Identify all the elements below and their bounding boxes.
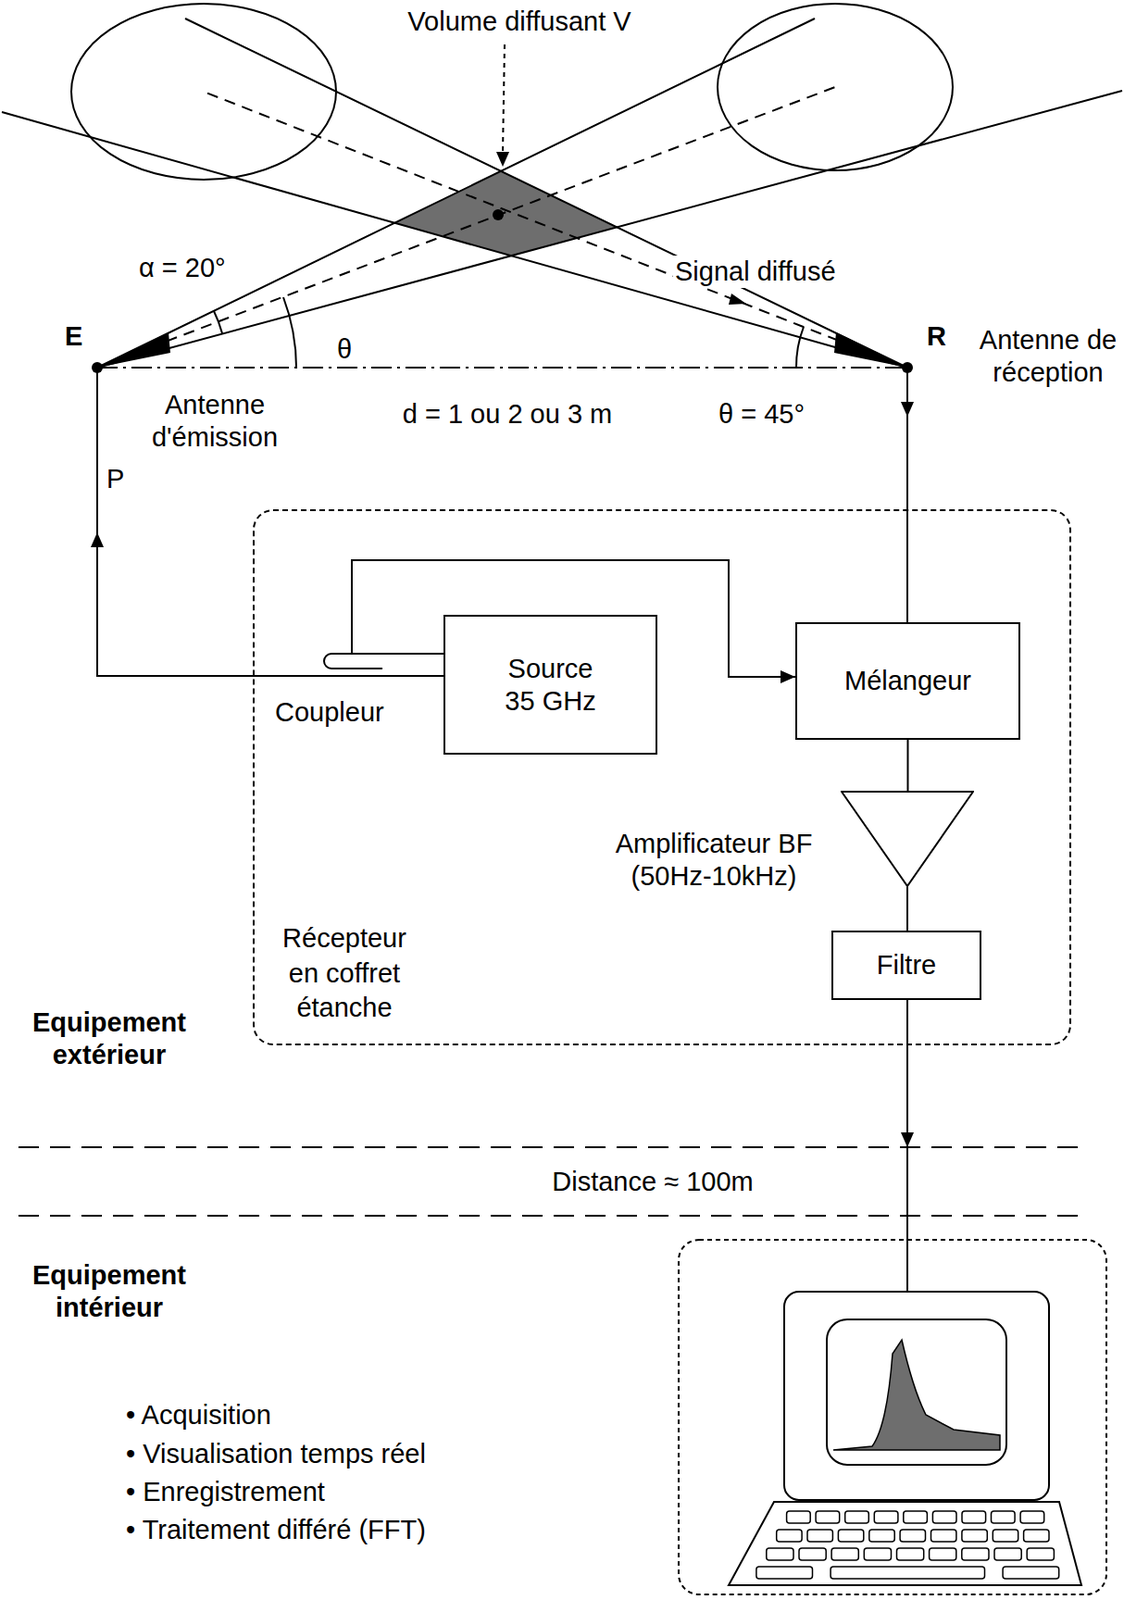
arrow-head (780, 670, 796, 684)
baseline (97, 366, 908, 369)
label: d = 1 ou 2 ou 3 m (402, 398, 613, 431)
key (961, 1511, 987, 1524)
connector-line (906, 886, 909, 931)
label: Signal diffusé (673, 255, 838, 288)
key (756, 1566, 813, 1579)
key (931, 1529, 957, 1542)
connector (907, 886, 909, 931)
spectrum-peak (833, 1339, 1000, 1450)
key (994, 1548, 1022, 1561)
angle-arc (283, 297, 297, 368)
connector (907, 739, 909, 791)
beam-edge (97, 18, 815, 368)
key (766, 1548, 794, 1561)
beam-axis (97, 87, 836, 368)
node-text: Mélangeur (844, 664, 972, 698)
key (992, 1529, 1018, 1542)
key (831, 1548, 859, 1561)
amplifier-triangle: Amplificateur BF (50Hz-10kHz) (840, 790, 975, 887)
label: Antenne de réception (978, 324, 1118, 389)
key (991, 1511, 1016, 1524)
connector-line (907, 739, 910, 791)
node-text: Source 35 GHz (496, 652, 606, 718)
label: θ = 45° (718, 398, 805, 431)
key (1020, 1511, 1045, 1524)
label: α = 20° (137, 251, 228, 285)
antenna-arrow (97, 332, 171, 368)
key (830, 1566, 985, 1579)
key (961, 1548, 989, 1561)
mixer-box: Mélangeur (795, 622, 1021, 740)
key (929, 1548, 957, 1561)
label: Coupleur (274, 696, 385, 729)
key (1024, 1529, 1050, 1542)
node-text: Récepteur en coffret étanche (274, 921, 414, 1026)
key (776, 1529, 802, 1542)
key (903, 1511, 928, 1524)
key (863, 1548, 891, 1561)
key (786, 1511, 812, 1524)
key (815, 1511, 840, 1524)
node-text: Amplificateur BF (50Hz-10kHz) (592, 827, 836, 893)
label: Equipement extérieur (7, 1006, 212, 1072)
label: Distance ≈ 100m (551, 1165, 753, 1199)
computer-keyboard (728, 1501, 1082, 1586)
key (899, 1529, 925, 1542)
beam-edge (97, 90, 1123, 368)
amplifier-outline (840, 790, 975, 887)
antenna-arrow (834, 332, 908, 368)
signal-arrow (728, 293, 747, 305)
pointer-arrow (502, 44, 505, 154)
key (845, 1511, 870, 1524)
label: E (64, 320, 83, 353)
center-dot (492, 209, 504, 221)
key (874, 1511, 899, 1524)
label: Volume diffusant V (407, 5, 631, 38)
label: θ (337, 333, 352, 366)
key (1002, 1566, 1060, 1579)
key (932, 1511, 957, 1524)
key (799, 1548, 826, 1561)
arrow-head (900, 401, 914, 417)
computer-screen (826, 1319, 1007, 1465)
arrow-head (900, 1132, 914, 1148)
label: P (106, 462, 125, 496)
key (869, 1529, 895, 1542)
angle-arc (796, 326, 804, 368)
key (897, 1548, 925, 1561)
arrow-head (90, 532, 104, 548)
key (1026, 1548, 1054, 1561)
filter-box: Filtre (831, 930, 982, 1000)
indoor-housing (678, 1239, 1107, 1595)
beam-axis (203, 91, 908, 368)
computer-monitor (784, 1291, 1050, 1500)
beam-edge (185, 18, 908, 368)
label: • Traitement différé (FFT) (125, 1513, 426, 1547)
node-text: Filtre (876, 949, 937, 982)
receiver-housing: Récepteur en coffret étanche Source 35 GH… (252, 509, 1072, 1046)
label: R (926, 320, 947, 353)
separator-line (18, 1214, 1079, 1217)
key (807, 1529, 833, 1542)
label: Equipement intérieur (7, 1259, 212, 1324)
label: • Acquisition (125, 1398, 272, 1432)
source-box: Source 35 GHz (443, 614, 658, 755)
separator-line (18, 1146, 1079, 1149)
label: • Visualisation temps réel (125, 1437, 426, 1471)
amplifier-shape (841, 791, 974, 887)
arrow-head (496, 151, 510, 167)
beam-footprint (71, 3, 337, 180)
key (837, 1529, 863, 1542)
label: • Enregistrement (125, 1475, 325, 1509)
key (961, 1529, 987, 1542)
label: Antenne d'émission (140, 388, 289, 454)
scattering-volume (394, 171, 617, 256)
coupler-symbol (324, 653, 383, 669)
angle-arc (213, 311, 223, 334)
feed-wire (97, 367, 444, 676)
beam-edge (1, 112, 908, 368)
